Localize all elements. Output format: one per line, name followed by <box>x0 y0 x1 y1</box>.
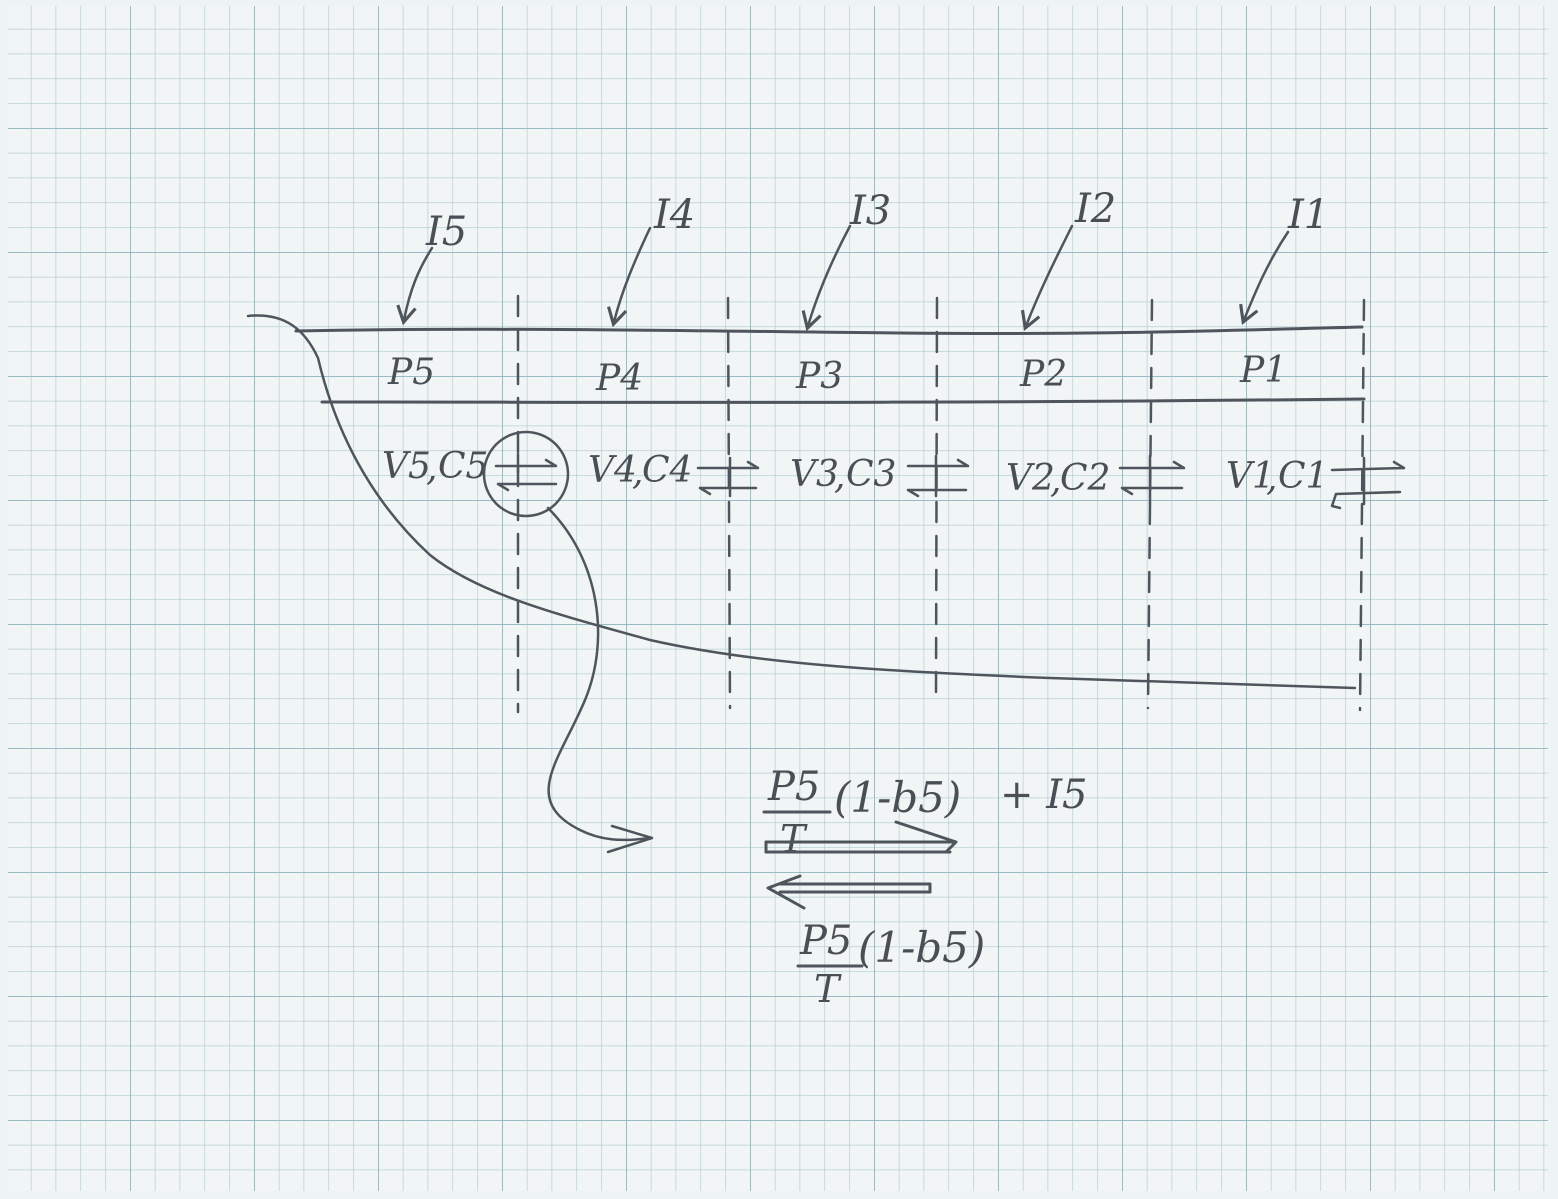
inflow-arrow-5 <box>396 246 434 326</box>
conc-label-c5: C5 <box>438 446 488 487</box>
inflow-arrow-3 <box>801 224 852 332</box>
inflow-label-1: I1 <box>1287 192 1329 238</box>
water-surface-line <box>294 325 1364 336</box>
inflow-arrows <box>396 224 1290 332</box>
comma-5: , <box>426 448 437 489</box>
backward-denominator: T <box>814 967 842 1011</box>
inflow-label-5: I5 <box>425 209 467 255</box>
forward-plus-inflow: + I5 <box>1000 772 1087 818</box>
forward-factor: (1-b5) <box>834 773 961 822</box>
exchange-arrows <box>494 452 1406 510</box>
backward-numerator: P5 <box>799 918 852 964</box>
inflow-arrow-1 <box>1239 230 1290 326</box>
layer-interface-line <box>320 397 1366 404</box>
forward-numerator: P5 <box>767 764 820 810</box>
conc-label-c4: C4 <box>642 450 692 491</box>
surface-label-p2: P2 <box>1019 354 1067 395</box>
volume-label-v3: V3 <box>790 454 839 495</box>
backward-flux-arrow <box>766 874 932 910</box>
surface-label-p3: P3 <box>795 356 843 397</box>
inflow-label-4: I4 <box>653 192 695 238</box>
backward-flux-expression: P5 T (1-b5) <box>796 918 985 1011</box>
highlighted-exchange-circle <box>482 430 570 518</box>
volume-label-v2: V2 <box>1006 458 1055 499</box>
surface-label-p5: P5 <box>387 352 435 393</box>
forward-flux-expression: P5 T (1-b5) + I5 <box>762 764 1087 861</box>
surface-label-p4: P4 <box>595 358 643 399</box>
exchange-arrow-pair-3-2 <box>906 454 970 498</box>
exchange-arrow-pair-2-1 <box>1118 454 1186 506</box>
conc-label-c3: C3 <box>846 454 896 495</box>
boundary-ocean <box>1358 298 1366 712</box>
conc-label-c2: C2 <box>1060 458 1110 499</box>
callout-arrowhead <box>606 824 654 854</box>
comma-1: , <box>1266 458 1277 499</box>
comma-4: , <box>632 452 643 493</box>
volume-label-v5: V5 <box>382 446 431 487</box>
comma-3: , <box>834 456 845 497</box>
conc-label-c1: C1 <box>1278 456 1328 497</box>
exchange-arrow-pair-4-3 <box>696 456 760 498</box>
backward-factor: (1-b5) <box>858 923 985 972</box>
volume-label-v1: V1 <box>1226 456 1275 497</box>
callout-curve-arrow <box>546 506 652 842</box>
exchange-arrow-pair-1-ocean <box>1330 456 1406 510</box>
inflow-label-3: I3 <box>849 188 891 234</box>
comma-2: , <box>1050 460 1061 501</box>
forward-flux-arrow <box>764 820 958 854</box>
inflow-arrow-2 <box>1020 224 1074 332</box>
inflow-arrow-4 <box>607 226 652 328</box>
exchange-arrow-pair-5-4 <box>494 452 558 492</box>
forward-denominator: T <box>780 817 808 861</box>
surface-label-p1: P1 <box>1239 350 1287 391</box>
estuary-bottom-profile <box>246 314 1357 690</box>
boundary-3-4 <box>726 296 732 710</box>
grid-major <box>8 6 1548 1191</box>
inflow-label-2: I2 <box>1074 186 1116 232</box>
volume-label-v4: V4 <box>588 450 637 491</box>
